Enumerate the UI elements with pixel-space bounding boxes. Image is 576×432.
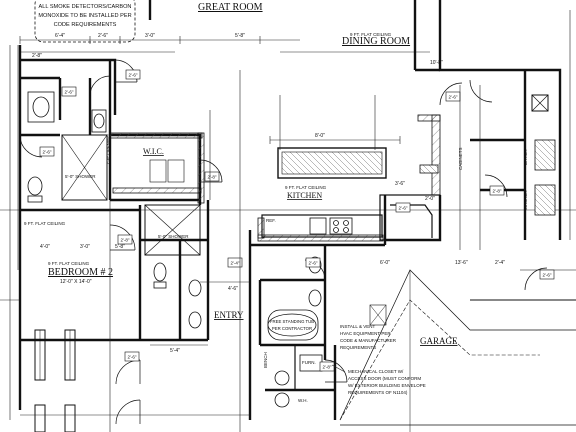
mech-note-line-2: ACCESS DOOR (MUST CONFORM bbox=[348, 376, 421, 381]
smoke-note-line-2: MONOXIDE TO BE INSTALLED PER bbox=[38, 13, 131, 19]
dim-label: 2'-0" bbox=[425, 196, 435, 202]
ceiling-notes: 9 FT. FLAT CEILING 9 FT. FLAT CEILING 9 … bbox=[24, 32, 392, 266]
entry-label: ENTRY bbox=[214, 310, 244, 320]
shower-label: 5'-0" SHOWER bbox=[65, 174, 96, 179]
door-tag: 2'-8" bbox=[204, 171, 220, 182]
door-tag: 2'-4" bbox=[227, 257, 243, 268]
dim-label: 3'-6" bbox=[395, 181, 405, 187]
door-tag: 2'-6" bbox=[305, 257, 321, 268]
door-tag: 2'-6" bbox=[124, 351, 140, 362]
smoke-detector-note: ALL SMOKE DETECTORS/CARBON MONOXIDE TO B… bbox=[34, 0, 136, 43]
svg-text:2'-6": 2'-6" bbox=[128, 355, 137, 360]
door-tag: 2'-8" bbox=[319, 361, 335, 372]
mech-note-line-3: W/ EXTERIOR BUILDING ENVELOPE bbox=[348, 383, 426, 388]
mech-note-line-4: REQUIREMENTS OF N1104) bbox=[348, 390, 408, 395]
dim-label: 4'-0" bbox=[40, 244, 50, 250]
kitchen-label: KITCHEN bbox=[287, 191, 322, 200]
door-tag: 2'-6" bbox=[125, 69, 141, 80]
bedroom-size-label: 12'-0" X 14'-0" bbox=[60, 279, 92, 285]
shower-label: 5'-0" SHOWER bbox=[158, 234, 189, 239]
dim-label: 5'-8" bbox=[235, 33, 245, 39]
hvac-note: INSTALL & VENT HVAC EQUIPMENT PER CODE &… bbox=[340, 324, 397, 350]
dim-label: 3'-0" bbox=[145, 33, 155, 39]
dim-label: 10'-8" bbox=[430, 60, 443, 66]
detail-lines bbox=[0, 70, 481, 432]
door-tags: 2'-6" 2'-6" 2'-6" 2'-8" 2'-8" 2'-6" 2'-4… bbox=[39, 69, 555, 372]
dim-label: 2'-6" bbox=[98, 33, 108, 39]
great-room-label: GREAT ROOM bbox=[198, 2, 263, 13]
hvac-note-line-3: CODE & MANUFACTURER bbox=[340, 338, 397, 343]
dryer-label: DRYER bbox=[523, 149, 528, 165]
dim-label: 13'-6" bbox=[455, 260, 468, 266]
hvac-note-line-1: INSTALL & VENT bbox=[340, 324, 376, 329]
dining-ceiling-note: 9 FT. FLAT CEILING bbox=[350, 32, 392, 37]
dining-room-label: DINING ROOM bbox=[342, 36, 410, 47]
refrigerator-label: REF. bbox=[266, 218, 276, 223]
kitchen-counters bbox=[261, 147, 441, 241]
door-tag: 2'-8" bbox=[489, 185, 505, 196]
svg-text:2'-6": 2'-6" bbox=[129, 73, 138, 78]
dim-label: 8'-0" bbox=[315, 133, 325, 139]
tub-note-line-2: PER CONTRACTOR bbox=[272, 326, 312, 331]
svg-text:2'-6": 2'-6" bbox=[449, 95, 458, 100]
smoke-note-line-3: CODE REQUIREMENTS bbox=[54, 22, 117, 28]
dim-label: 6'-0" bbox=[380, 260, 390, 266]
smoke-note-line-1: ALL SMOKE DETECTORS/CARBON bbox=[39, 4, 132, 10]
dim-label: 5'-4" bbox=[170, 348, 180, 354]
dim-label: 3'-0" bbox=[80, 244, 90, 250]
dim-label: 2'-8" bbox=[32, 53, 42, 59]
mech-note-line-1: MECHANICAL CLOSET W/ bbox=[348, 369, 404, 374]
furnace-label: FURN. bbox=[302, 360, 316, 365]
svg-text:2'-8": 2'-8" bbox=[208, 175, 217, 180]
svg-text:2'-8": 2'-8" bbox=[493, 189, 502, 194]
door-tag: 2'-6" bbox=[61, 86, 77, 97]
kitchen-ceiling-note: 9 FT. FLAT CEILING bbox=[285, 185, 327, 190]
dim-label: 2'-4" bbox=[495, 260, 505, 266]
dim-label: 4'-6" bbox=[228, 286, 238, 292]
svg-text:2'-4": 2'-4" bbox=[231, 261, 240, 266]
door-tag: 2'-6" bbox=[445, 91, 461, 102]
door-tag: 2'-8" bbox=[117, 234, 133, 245]
svg-text:2'-6": 2'-6" bbox=[43, 150, 52, 155]
garage-label: GARAGE bbox=[420, 336, 458, 346]
svg-text:2'-8": 2'-8" bbox=[121, 238, 130, 243]
cabinets-label: CABINETS bbox=[458, 147, 463, 170]
bedroom-ceiling-note-2: 9 FT. FLAT CEILING bbox=[24, 221, 66, 226]
room-labels: GREAT ROOM DINING ROOM KITCHEN W.I.C. BE… bbox=[48, 2, 458, 346]
dim-label: 6'-4" bbox=[55, 33, 65, 39]
windows bbox=[34, 329, 76, 432]
hvac-note-line-4: REQUIREMENTS bbox=[340, 345, 376, 350]
hvac-note-line-2: HVAC EQUIPMENT PER bbox=[340, 331, 391, 336]
garage-roof-lines bbox=[339, 269, 576, 432]
door-tag: 2'-6" bbox=[395, 202, 411, 213]
svg-text:2'-6": 2'-6" bbox=[65, 90, 74, 95]
fixture-labels: 5'-0" SHOWER 5'-0" SHOWER REF. FURN. W.H… bbox=[65, 147, 528, 403]
svg-text:2'-6": 2'-6" bbox=[309, 261, 318, 266]
opening-note: 7'-0" OPENING bbox=[106, 134, 111, 165]
dimension-text: 6'-4" 2'-6" 3'-0" 5'-8" 2'-8" 8'-0" 3'-6… bbox=[32, 33, 505, 354]
exterior-walls bbox=[18, 0, 562, 410]
bedroom-ceiling-note: 9 FT. FLAT CEILING bbox=[48, 261, 90, 266]
washer-label: WASHER bbox=[523, 190, 528, 210]
svg-text:2'-6": 2'-6" bbox=[543, 273, 552, 278]
tub-note-line-1: FREE STANDING TUB bbox=[270, 319, 314, 324]
svg-text:2'-8": 2'-8" bbox=[323, 365, 332, 370]
water-heater-label: W.H. bbox=[298, 398, 308, 403]
bedroom-2-label: BEDROOM # 2 bbox=[48, 267, 113, 278]
wic-label: W.I.C. bbox=[143, 147, 164, 156]
dim-label: 5'-8" bbox=[115, 244, 125, 250]
door-tag: 2'-6" bbox=[39, 146, 55, 157]
bench-label: BENCH bbox=[263, 352, 268, 368]
door-tag: 2'-6" bbox=[539, 269, 555, 280]
mechanical-note: MECHANICAL CLOSET W/ ACCESS DOOR (MUST C… bbox=[331, 364, 426, 395]
hatched-walls bbox=[109, 114, 441, 242]
tub-note: FREE STANDING TUB PER CONTRACTOR bbox=[267, 313, 317, 337]
svg-text:2'-6": 2'-6" bbox=[399, 206, 408, 211]
